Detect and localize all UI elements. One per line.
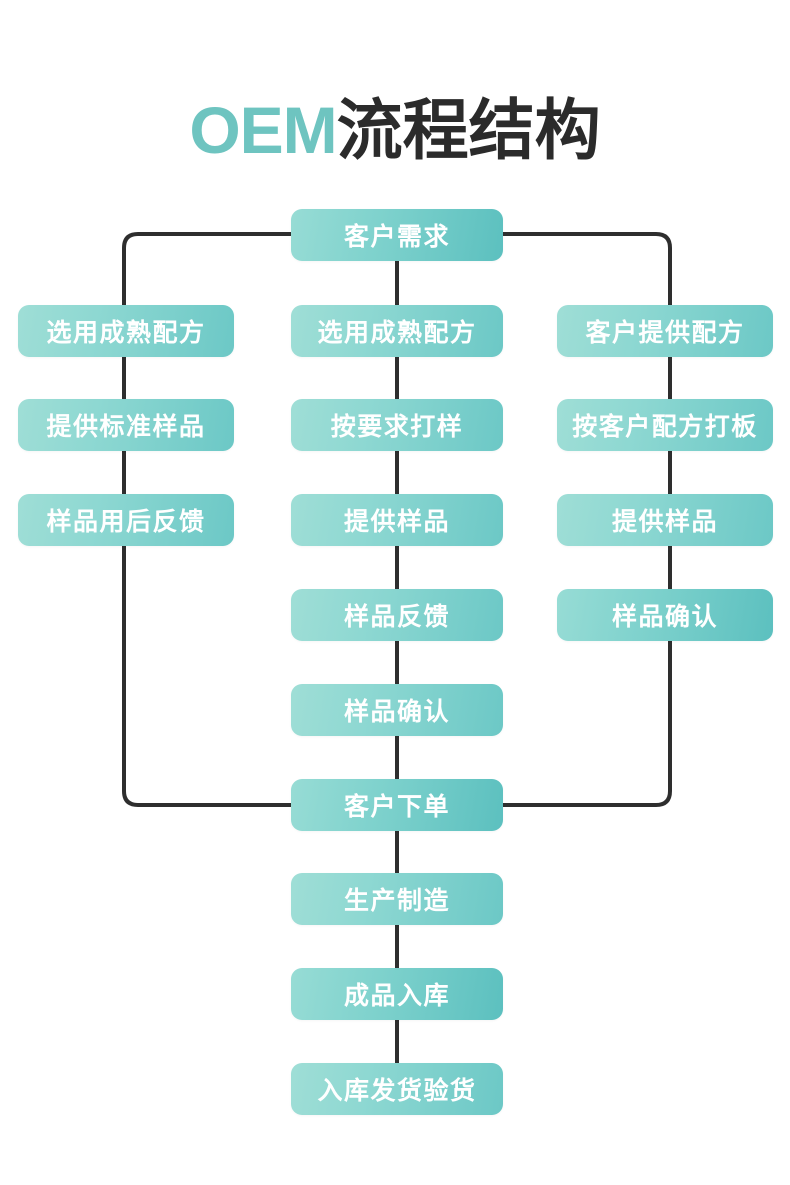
node-label: 按要求打样 (330, 413, 464, 441)
node-right-sample-board-by-customer-formula[interactable]: 按客户配方打板 (557, 399, 773, 451)
node-left-provide-standard-sample[interactable]: 提供标准样品 (18, 399, 234, 451)
page-title: OEM流程结构 (0, 92, 790, 168)
node-left-sample-usage-feedback[interactable]: 样品用后反馈 (18, 494, 234, 546)
node-label: 客户提供配方 (585, 319, 745, 347)
node-mid-select-mature-formula[interactable]: 选用成熟配方 (291, 305, 503, 357)
node-label: 样品用后反馈 (46, 508, 206, 536)
node-warehouse-shipping-inspection[interactable]: 入库发货验货 (291, 1063, 503, 1115)
node-customer-places-order[interactable]: 客户下单 (291, 779, 503, 831)
node-label: 生产制造 (343, 887, 450, 915)
node-label: 提供样品 (343, 508, 450, 536)
node-mid-provide-sample[interactable]: 提供样品 (291, 494, 503, 546)
node-label: 提供标准样品 (46, 413, 206, 441)
connector-right-rail-to-merge (503, 641, 672, 807)
title-chinese: 流程结构 (336, 93, 601, 167)
node-label: 选用成熟配方 (46, 319, 206, 347)
node-right-provide-sample[interactable]: 提供样品 (557, 494, 773, 546)
node-right-customer-provides-formula[interactable]: 客户提供配方 (557, 305, 773, 357)
node-label: 选用成熟配方 (317, 319, 477, 347)
node-customer-requirement[interactable]: 客户需求 (291, 209, 503, 261)
connector-left-rail-to-merge (122, 546, 291, 807)
node-label: 提供样品 (611, 508, 718, 536)
node-right-sample-confirmation[interactable]: 样品确认 (557, 589, 773, 641)
node-label: 样品确认 (343, 698, 450, 726)
node-mid-sample-confirmation[interactable]: 样品确认 (291, 684, 503, 736)
node-label: 按客户配方打板 (572, 413, 758, 441)
node-left-select-mature-formula[interactable]: 选用成熟配方 (18, 305, 234, 357)
node-label: 样品确认 (611, 603, 718, 631)
connector-start-to-left-rail (122, 232, 291, 305)
node-label: 入库发货验货 (317, 1077, 477, 1105)
node-finished-goods-warehousing[interactable]: 成品入库 (291, 968, 503, 1020)
node-label: 样品反馈 (343, 603, 450, 631)
node-mid-sampling-as-required[interactable]: 按要求打样 (291, 399, 503, 451)
node-label: 成品入库 (343, 982, 450, 1010)
node-label: 客户下单 (343, 793, 450, 821)
node-production-manufacturing[interactable]: 生产制造 (291, 873, 503, 925)
node-label: 客户需求 (343, 223, 450, 251)
title-latin: OEM (189, 93, 337, 167)
node-mid-sample-feedback[interactable]: 样品反馈 (291, 589, 503, 641)
connector-start-to-right-rail (503, 232, 672, 305)
